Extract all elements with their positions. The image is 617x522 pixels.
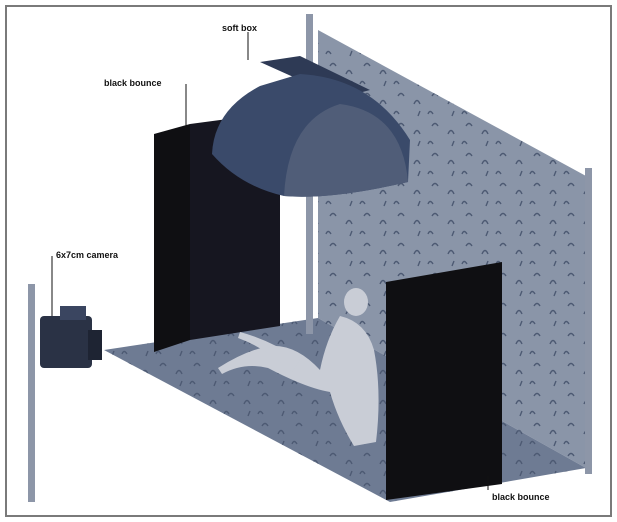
black-bounce-right-label: black bounce: [492, 492, 550, 502]
soft-box-label: soft box: [222, 23, 257, 33]
black-bounce-right-flat: [386, 262, 502, 500]
camera-stand: [28, 284, 35, 502]
camera-label: 6x7cm camera: [56, 250, 118, 260]
backdrop-stand-right: [585, 168, 592, 474]
black-bounce-left-label: black bounce: [104, 78, 162, 88]
black-bounce-left-flat: [154, 124, 190, 352]
